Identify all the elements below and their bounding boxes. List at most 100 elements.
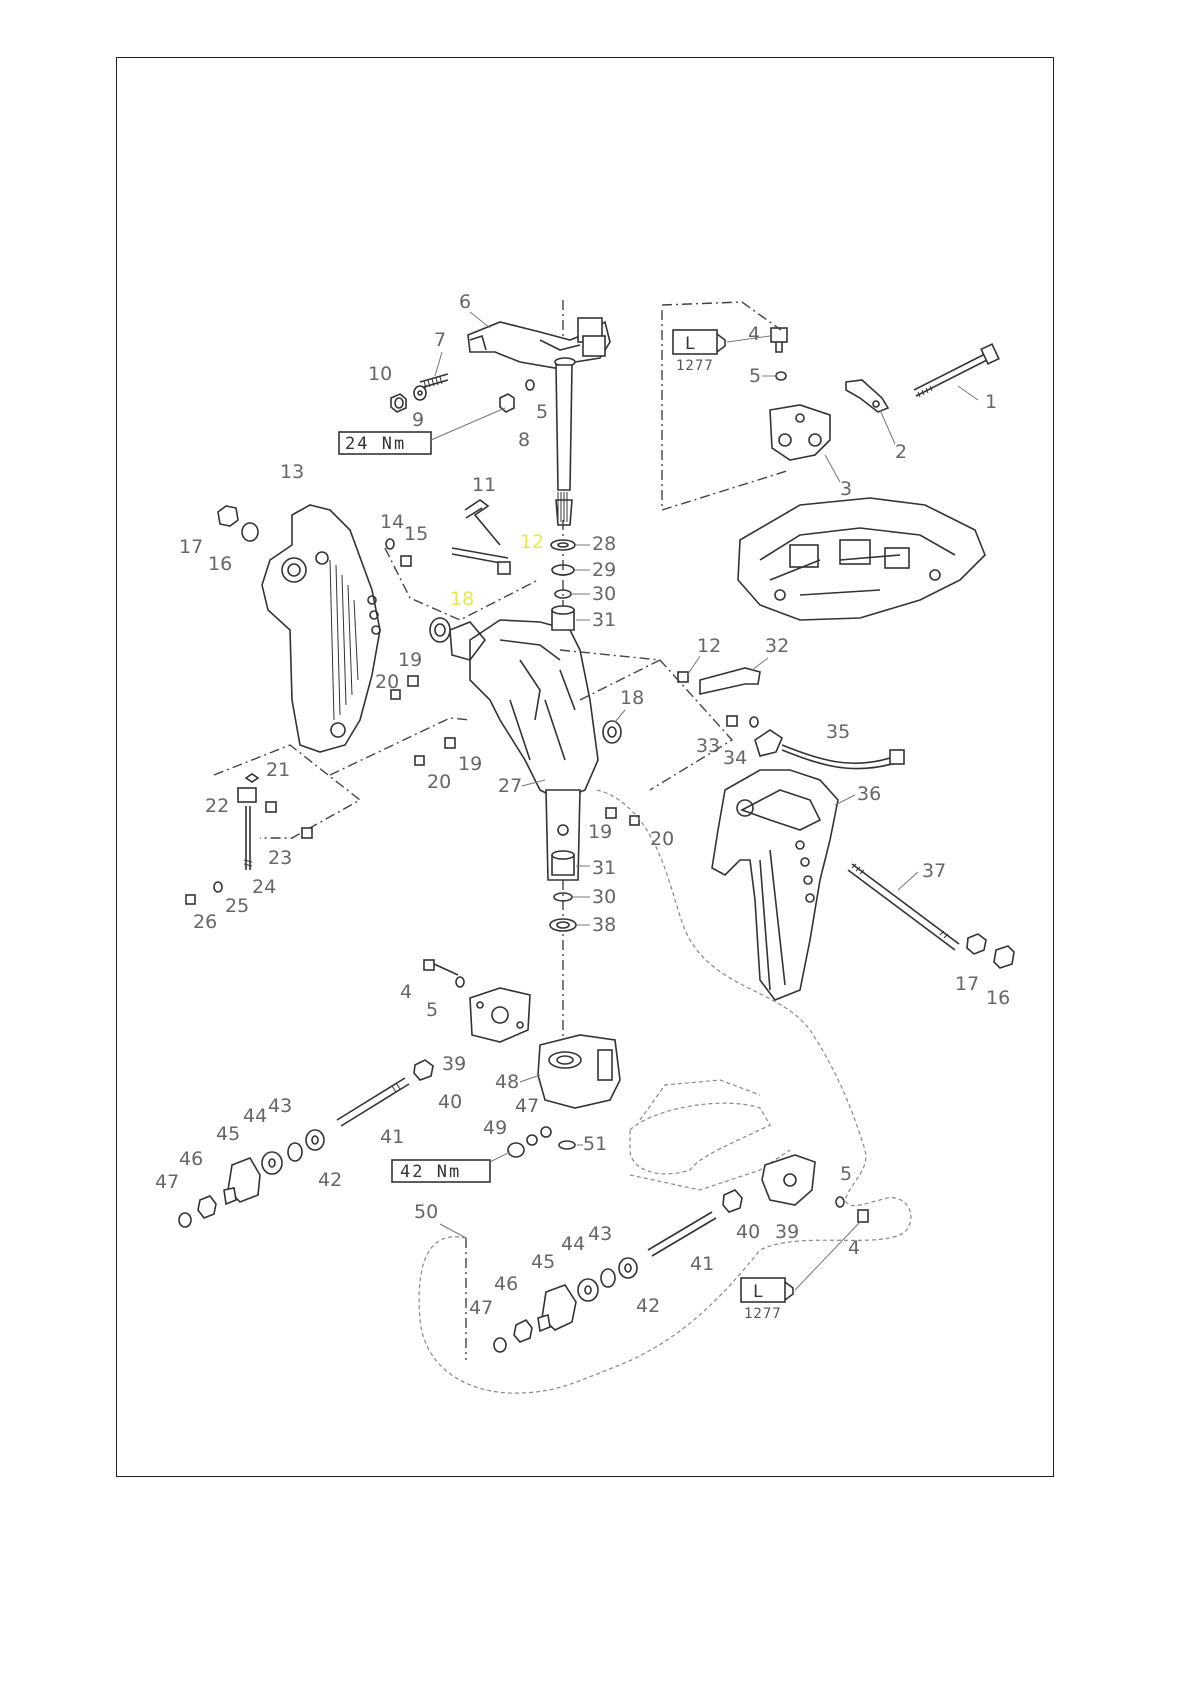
label-45-right: 45 <box>531 1251 555 1273</box>
label-39-left: 39 <box>442 1053 466 1075</box>
part-40-nut-right <box>723 1190 742 1212</box>
label-5-top-right: 5 <box>749 365 761 387</box>
label-5-upper: 5 <box>536 401 548 423</box>
part-14-washer <box>386 539 394 549</box>
part-5-washer-middle <box>456 977 464 987</box>
part-1-long-bolt <box>914 344 999 397</box>
label-11: 11 <box>472 474 496 496</box>
part-18-bushing-right <box>603 721 621 743</box>
label-31-lower: 31 <box>592 857 616 879</box>
label-25: 25 <box>225 895 249 917</box>
bolt-axis-line-3 <box>662 470 790 510</box>
part-19-grease-nipple-c <box>606 808 616 818</box>
label-4-middle: 4 <box>400 981 412 1003</box>
label-51: 51 <box>583 1133 607 1155</box>
label-47-middle: 47 <box>515 1095 539 1117</box>
part-49-nut <box>508 1143 524 1157</box>
part-4-bolt-upper <box>771 328 787 352</box>
part-18-bushing-left <box>430 618 450 642</box>
label-10: 10 <box>368 363 392 385</box>
label-4-lower-right: 4 <box>848 1237 860 1259</box>
label-18: 18 <box>620 687 644 709</box>
part-25-washer <box>214 882 222 892</box>
part-27-swivel-bracket <box>450 620 598 880</box>
part-5-washer-upper <box>526 380 534 390</box>
part-44-washer-left <box>262 1152 282 1174</box>
label-1: 1 <box>985 391 997 413</box>
part-17-nut-right <box>967 934 986 954</box>
loctite-letter-bottom: L <box>753 1282 765 1302</box>
part-42-washer-left <box>306 1130 324 1150</box>
part-46-nut-left <box>198 1196 216 1218</box>
label-30-lower: 30 <box>592 886 616 908</box>
part-5-washer-right <box>776 372 786 380</box>
part-12-pin-upper <box>498 562 510 574</box>
label-3: 3 <box>840 478 852 500</box>
part-20-screw-b <box>415 756 424 765</box>
torque-value-top: 24 Nm <box>345 434 406 454</box>
label-14: 14 <box>380 511 404 533</box>
part-36-clamp-bracket-right <box>712 770 838 1000</box>
label-12: 12 <box>697 635 721 657</box>
label-46-left: 46 <box>179 1148 203 1170</box>
part-16-cap-right <box>994 946 1014 968</box>
part-9-washer <box>414 386 426 400</box>
label-48: 48 <box>495 1071 519 1093</box>
part-46-nut-right <box>514 1320 532 1342</box>
label-20-c: 20 <box>650 828 674 850</box>
part-40-nut-left <box>414 1060 433 1080</box>
lower-unit-outline <box>630 1103 770 1174</box>
label-15: 15 <box>404 523 428 545</box>
part-47-washer-middle <box>527 1127 551 1145</box>
label-6: 6 <box>459 291 471 313</box>
part-39-cover-left <box>470 988 530 1042</box>
label-37: 37 <box>922 860 946 882</box>
label-47-right: 47 <box>469 1297 493 1319</box>
label-44-right: 44 <box>561 1233 585 1255</box>
label-40-right: 40 <box>736 1221 760 1243</box>
label-38: 38 <box>592 914 616 936</box>
part-38-bushing <box>550 919 576 931</box>
label-42-left: 42 <box>318 1169 342 1191</box>
label-7: 7 <box>434 329 446 351</box>
part-32-link-plate <box>700 668 760 694</box>
part-16-cap-left <box>242 523 258 541</box>
label-21: 21 <box>266 759 290 781</box>
label-8: 8 <box>518 429 530 451</box>
label-47-left: 47 <box>155 1171 179 1193</box>
label-2: 2 <box>895 441 907 463</box>
torque-callout-42nm: 42 Nm <box>392 1152 510 1182</box>
part-26-screw <box>186 895 195 904</box>
part-24-rod <box>244 806 252 870</box>
part-31-bushing-upper <box>552 606 574 630</box>
label-12-highlight: 12 <box>520 531 544 553</box>
loctite-letter-top: L <box>685 334 697 354</box>
label-49: 49 <box>483 1117 507 1139</box>
label-43-left: 43 <box>268 1095 292 1117</box>
label-34: 34 <box>723 747 747 769</box>
part-44-washer-right <box>578 1279 598 1301</box>
part-13-clamp-bracket-left <box>262 505 380 752</box>
part-11-tilt-lever <box>452 500 508 564</box>
label-16-right: 16 <box>986 987 1010 1009</box>
label-30-upper: 30 <box>592 583 616 605</box>
label-36: 36 <box>857 783 881 805</box>
label-39-right: 39 <box>775 1221 799 1243</box>
label-44-left: 44 <box>243 1105 267 1127</box>
part-47-washer-right <box>494 1338 506 1352</box>
label-17-left: 17 <box>179 536 203 558</box>
label-45-left: 45 <box>216 1123 240 1145</box>
part-19-grease-nipple-a <box>408 676 418 686</box>
part-22-lock-lever <box>238 788 256 802</box>
label-16-left: 16 <box>208 553 232 575</box>
part-47-washer-left <box>179 1213 191 1227</box>
label-46-right: 46 <box>494 1273 518 1295</box>
part-7-stud <box>420 374 448 388</box>
part-45-mount-rubber-right <box>538 1285 576 1331</box>
label-24: 24 <box>252 876 276 898</box>
label-20-b: 20 <box>427 771 451 793</box>
part-6-steering-bracket <box>468 318 610 368</box>
label-9: 9 <box>412 409 424 431</box>
